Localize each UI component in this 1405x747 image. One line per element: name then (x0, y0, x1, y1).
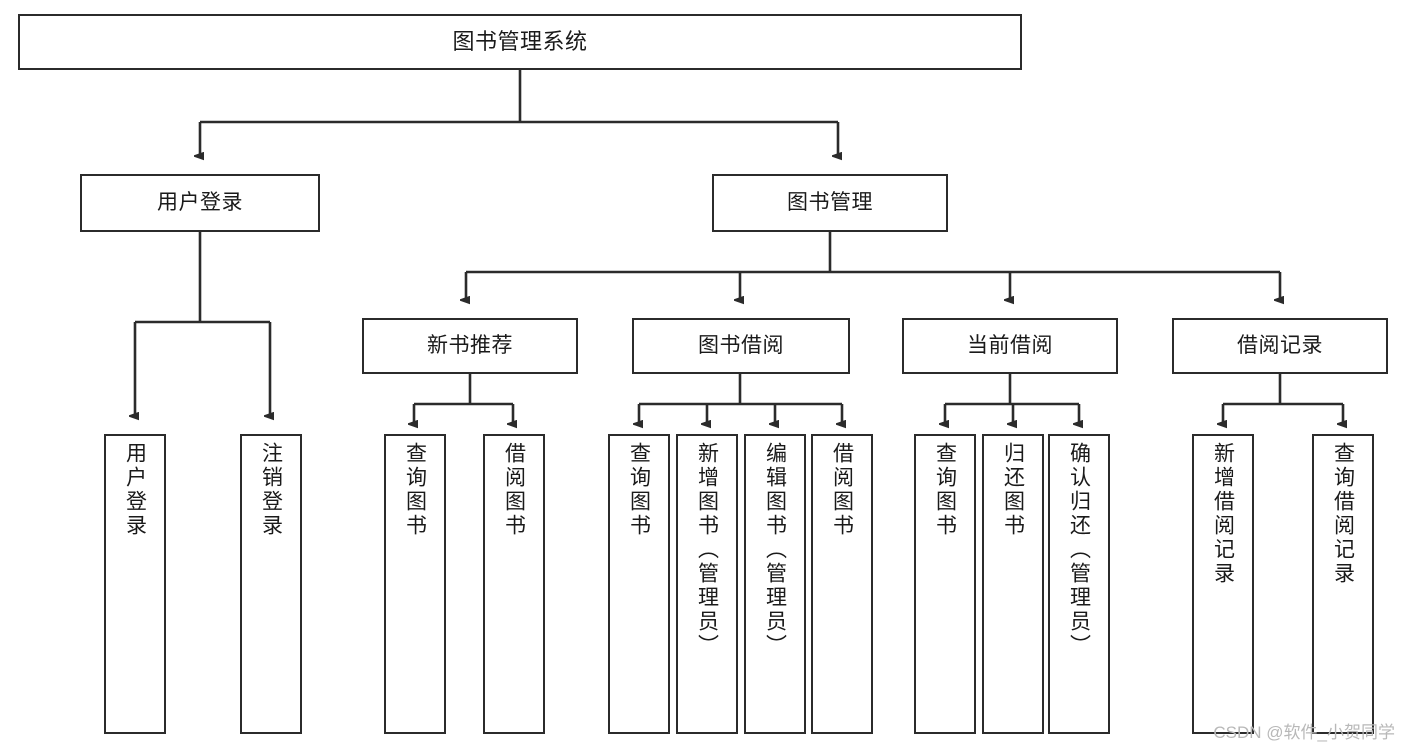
node-label: 新增借阅记录 (1211, 442, 1235, 586)
node-label: 注销登录 (259, 442, 283, 538)
leaf-current-return-book[interactable]: 归还图书 (982, 434, 1044, 734)
node-label: 新增图书（管理员） (695, 442, 719, 658)
node-label: 图书管理系统 (452, 29, 588, 55)
node-label: 图书管理 (787, 190, 873, 214)
node-label: 借阅记录 (1237, 333, 1323, 357)
leaf-current-confirm-return-admin[interactable]: 确认归还（管理员） (1048, 434, 1110, 734)
node-user-login[interactable]: 用户登录 (80, 174, 320, 232)
node-label: 确认归还（管理员） (1067, 442, 1091, 658)
node-label: 查询图书 (933, 442, 957, 538)
node-borrow-record[interactable]: 借阅记录 (1172, 318, 1388, 374)
node-label: 查询图书 (627, 442, 651, 538)
node-label: 查询借阅记录 (1331, 442, 1355, 586)
node-label: 归还图书 (1001, 442, 1025, 538)
leaf-record-query-borrow-record[interactable]: 查询借阅记录 (1312, 434, 1374, 734)
leaf-borrow-edit-book-admin[interactable]: 编辑图书（管理员） (744, 434, 806, 734)
node-label: 查询图书 (403, 442, 427, 538)
node-label: 图书借阅 (698, 333, 784, 357)
node-label: 借阅图书 (830, 442, 854, 538)
node-label: 用户登录 (157, 190, 243, 214)
node-label: 编辑图书（管理员） (763, 442, 787, 658)
node-label: 当前借阅 (967, 333, 1053, 357)
node-book-management[interactable]: 图书管理 (712, 174, 948, 232)
leaf-borrow-query-book[interactable]: 查询图书 (608, 434, 670, 734)
leaf-current-query-book[interactable]: 查询图书 (914, 434, 976, 734)
watermark-text: CSDN @软件_小贺同学 (1213, 723, 1395, 742)
node-label: 用户登录 (123, 442, 147, 538)
leaf-record-add-borrow-record[interactable]: 新增借阅记录 (1192, 434, 1254, 734)
node-book-borrow[interactable]: 图书借阅 (632, 318, 850, 374)
leaf-user-login[interactable]: 用户登录 (104, 434, 166, 734)
leaf-recommend-borrow-book[interactable]: 借阅图书 (483, 434, 545, 734)
node-new-book-recommend[interactable]: 新书推荐 (362, 318, 578, 374)
node-current-borrow[interactable]: 当前借阅 (902, 318, 1118, 374)
node-label: 借阅图书 (502, 442, 526, 538)
leaf-recommend-query-book[interactable]: 查询图书 (384, 434, 446, 734)
leaf-logout[interactable]: 注销登录 (240, 434, 302, 734)
node-label: 新书推荐 (427, 333, 513, 357)
leaf-borrow-add-book-admin[interactable]: 新增图书（管理员） (676, 434, 738, 734)
node-root-system[interactable]: 图书管理系统 (18, 14, 1022, 70)
leaf-borrow-borrow-book[interactable]: 借阅图书 (811, 434, 873, 734)
